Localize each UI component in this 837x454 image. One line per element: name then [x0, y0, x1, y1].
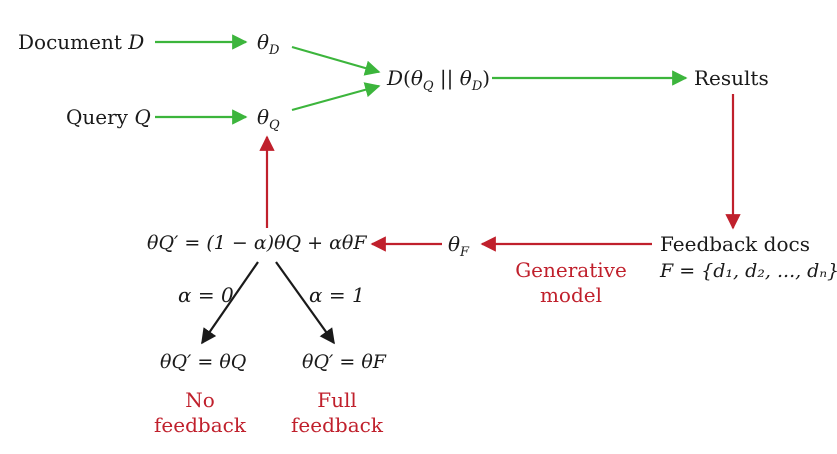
no-feedback-line1: No	[185, 388, 215, 412]
arrow-theta-q-to-kl	[291, 82, 381, 112]
kl-theta-q-subscript: Q	[422, 79, 434, 94]
arrow-branch-alpha-0	[201, 261, 259, 345]
theta-f-node: θF	[448, 232, 469, 259]
branch-alpha-1-label: α = 1	[309, 283, 365, 307]
generative-model-line2: model	[539, 283, 603, 307]
full-feedback-line2: feedback	[291, 413, 383, 437]
feedback-docs-node: Feedback docs	[660, 232, 810, 256]
kl-theta-d-subscript: D	[471, 79, 483, 94]
generative-model-line1: Generative	[515, 258, 627, 282]
interpolation-formula: θQ′ = (1 − α)θQ + αθF	[147, 232, 367, 254]
kl-theta-d: θ	[459, 66, 472, 90]
theta-q-symbol: θ	[257, 105, 270, 129]
theta-d-symbol: θ	[257, 30, 270, 54]
kl-divergence-node: D(θQ || θD)	[387, 66, 491, 93]
theta-q-subscript: Q	[269, 118, 280, 133]
no-feedback-annotation: No feedback	[140, 388, 260, 438]
full-feedback-annotation: Full feedback	[277, 388, 397, 438]
kl-separator: ||	[433, 66, 460, 90]
full-feedback-result: θQ′ = θF	[302, 351, 386, 373]
kl-theta-q: θ	[410, 66, 423, 90]
document-node: Document D	[18, 32, 144, 52]
theta-d-node: θD	[257, 30, 279, 57]
no-feedback-result: θQ′ = θQ	[160, 351, 247, 373]
theta-q-node: θQ	[257, 105, 280, 132]
results-node: Results	[694, 66, 769, 90]
no-feedback-line2: feedback	[154, 413, 246, 437]
kl-close-paren: )	[482, 66, 491, 90]
generative-model-annotation: Generative model	[509, 258, 633, 308]
document-variable: D	[128, 30, 145, 54]
full-feedback-line1: Full	[317, 388, 357, 412]
arrow-theta-d-to-kl	[291, 45, 381, 76]
query-variable: Q	[134, 105, 151, 129]
kl-open-paren: (	[403, 66, 411, 90]
kl-function: D	[387, 66, 404, 90]
feedback-set: F = {d₁, d₂, ..., dₙ}	[660, 260, 837, 282]
document-label: Document	[18, 30, 122, 54]
theta-d-subscript: D	[269, 43, 280, 58]
theta-f-subscript: F	[460, 245, 470, 260]
arrow-branch-alpha-1	[275, 261, 335, 345]
branch-alpha-0-label: α = 0	[178, 283, 234, 307]
theta-f-symbol: θ	[448, 232, 461, 256]
query-label: Query	[66, 105, 128, 129]
query-node: Query Q	[66, 107, 151, 127]
